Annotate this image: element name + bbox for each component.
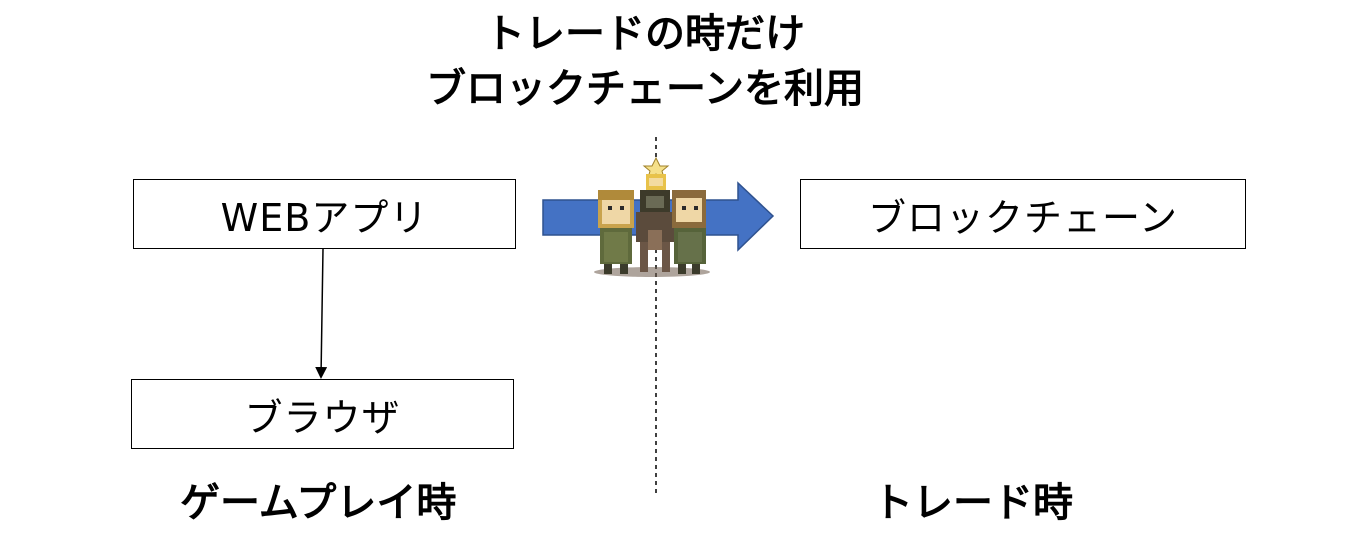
blockchain-label: ブロックチェーン (867, 195, 1179, 240)
diagram-title-line-2: ブロックチェーンを利用 (426, 66, 864, 112)
browser-label: ブラウザ (244, 395, 401, 440)
pixel-art-travelers-icon (594, 156, 710, 277)
blockchain-box: ブロックチェーン (800, 179, 1246, 249)
webapp-box: WEBアプリ (133, 179, 516, 249)
gameplay-caption: ゲームプレイ時 (180, 480, 457, 526)
trade-caption: トレード時 (873, 480, 1073, 526)
webapp-to-browser-arrow (315, 248, 328, 379)
diagram-title-line-1: トレードの時だけ (485, 11, 805, 57)
webapp-label: WEBアプリ (220, 195, 429, 240)
browser-box: ブラウザ (131, 379, 514, 449)
